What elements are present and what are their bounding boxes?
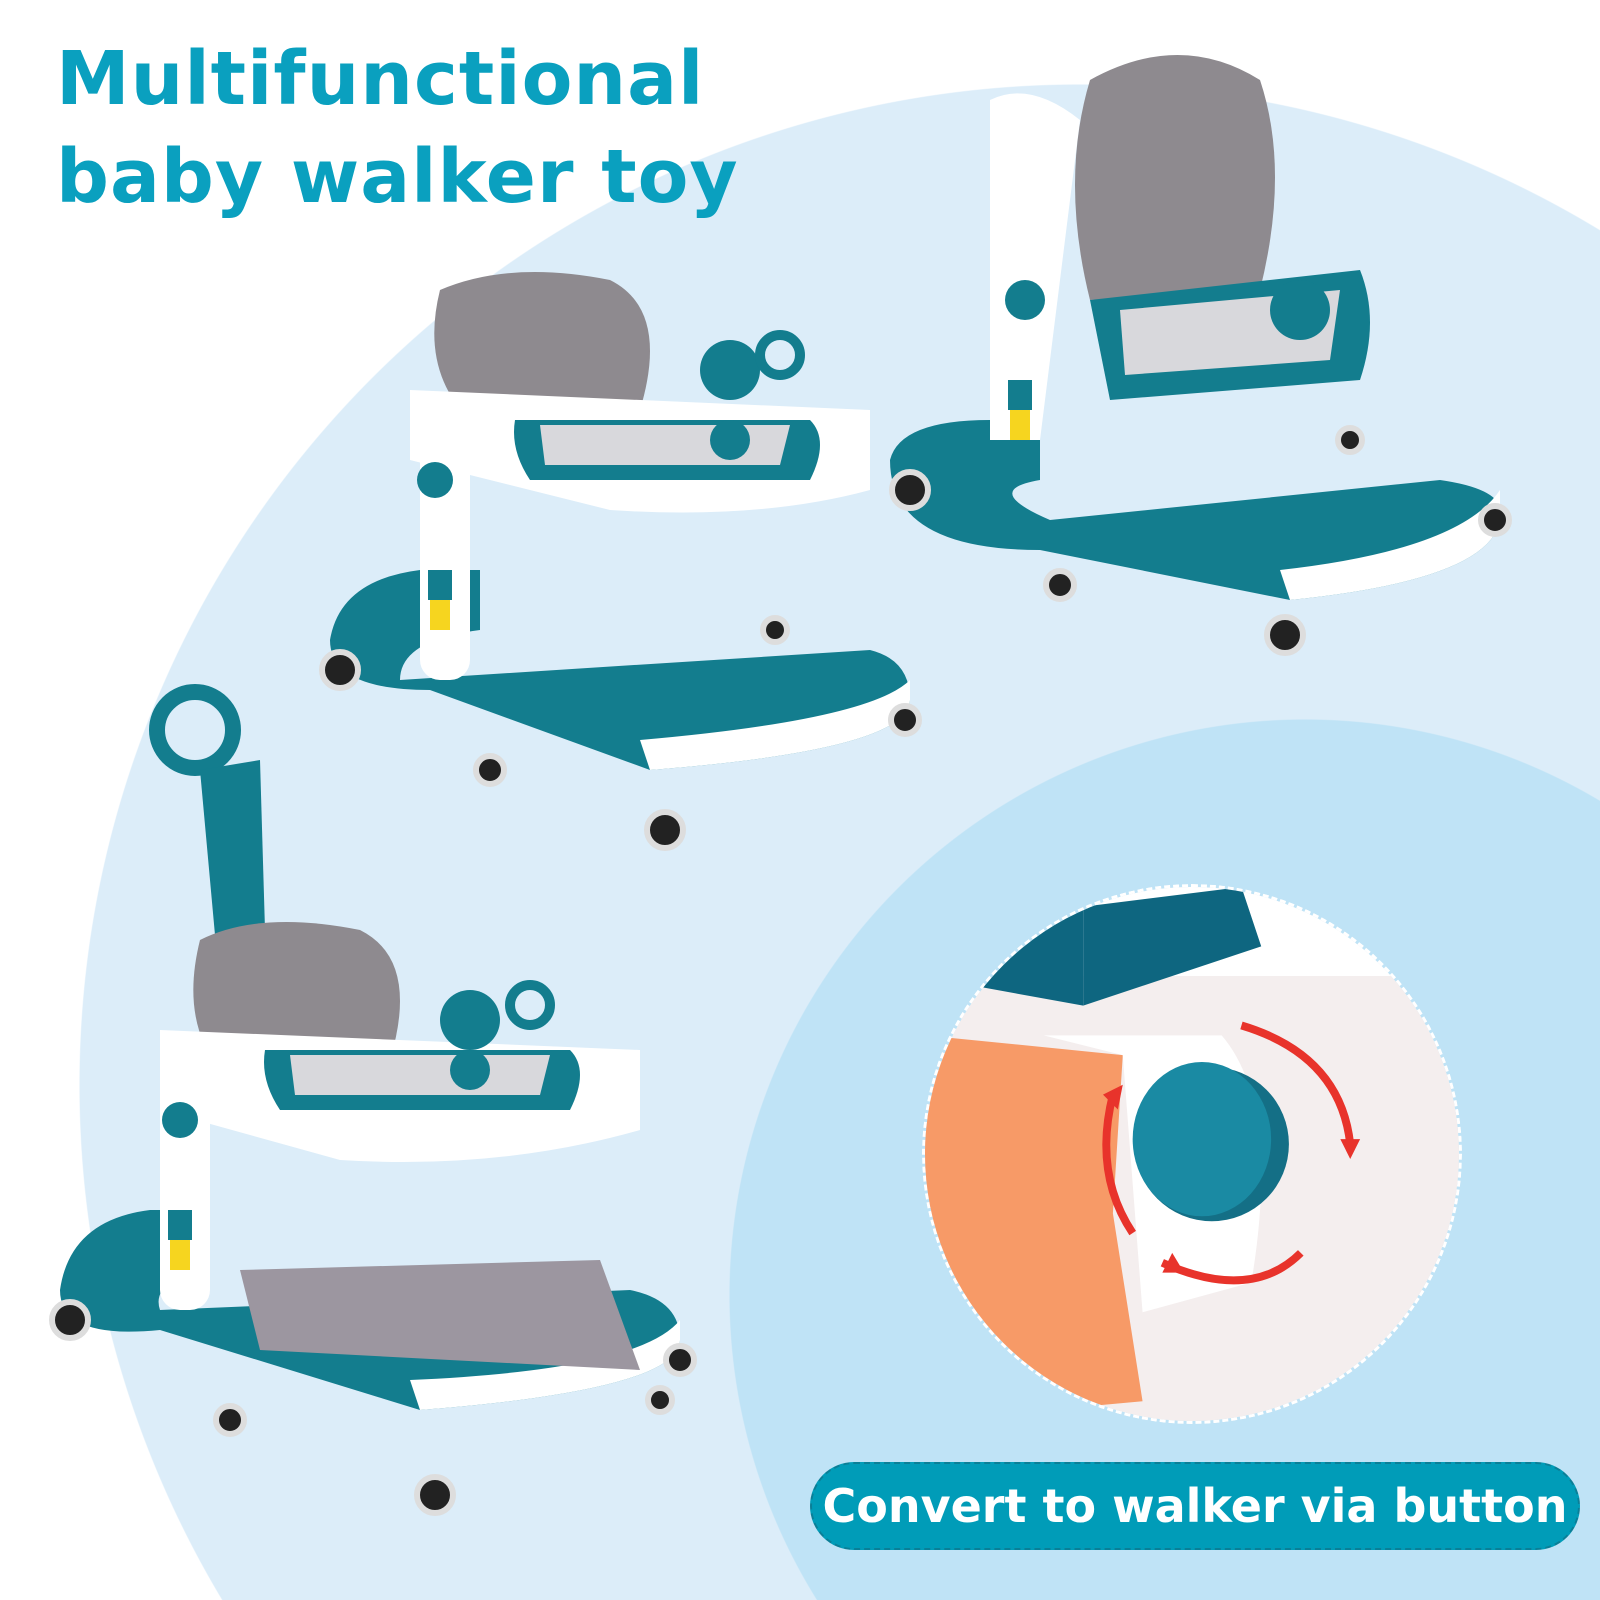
walker-push-mode (49, 684, 697, 1516)
walker-sitting-mode (319, 272, 922, 851)
headline-line-1: Multifunctional (56, 36, 705, 122)
button-closeup-illustration (925, 887, 1459, 1421)
headline: Multifunctional baby walker toy (56, 30, 739, 226)
convert-caption-badge: Convert to walker via button (810, 1462, 1580, 1550)
button-detail-closeup (922, 884, 1462, 1424)
headline-line-2: baby walker toy (56, 134, 739, 220)
walker-rocking-mode (889, 55, 1512, 656)
